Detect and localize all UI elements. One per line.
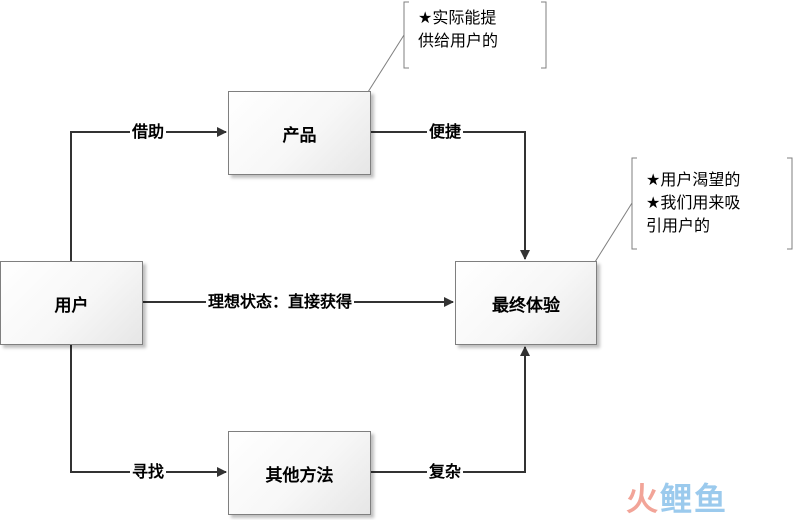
node-other-methods-label: 其他方法 <box>265 465 334 486</box>
note-bracket-final <box>594 157 793 263</box>
edge-label-convenient: 便捷 <box>427 122 464 142</box>
node-product-label: 产品 <box>282 125 317 146</box>
note-final-line: ★我们用来吸 <box>646 193 741 212</box>
edge-label-search: 寻找 <box>130 462 167 482</box>
watermark-part1: 火 <box>626 480 661 518</box>
edge-user-to-product <box>70 127 227 261</box>
edge-label-ideal-state: 理想状态：直接获得 <box>206 292 355 312</box>
watermark-logo: 火鲤鱼 <box>626 474 728 520</box>
node-final-experience: 最终体验 <box>455 261 597 345</box>
node-other-methods: 其他方法 <box>228 431 371 515</box>
note-bracket-product <box>367 1 547 93</box>
note-final-line: ★用户渴望的 <box>646 170 741 189</box>
edge-other-to-final <box>371 346 530 473</box>
watermark-part2: 鲤鱼 <box>660 480 729 518</box>
node-product: 产品 <box>228 91 371 175</box>
node-final-experience-label: 最终体验 <box>492 295 560 316</box>
edge-user-to-other <box>70 345 227 477</box>
note-final-line: 引用户的 <box>646 216 711 235</box>
note-product-line: ★实际能提 <box>418 8 497 27</box>
edge-label-borrow: 借助 <box>130 122 167 142</box>
edge-label-complex: 复杂 <box>427 462 464 482</box>
node-user: 用户 <box>0 261 143 345</box>
node-user-label: 用户 <box>54 295 89 316</box>
edge-product-to-final <box>371 131 530 260</box>
note-product-line: 供给用户的 <box>418 31 499 50</box>
note-product: ★实际能提 供给用户的 <box>418 6 498 52</box>
note-final-experience: ★用户渴望的 ★我们用来吸 引用户的 <box>646 168 740 237</box>
